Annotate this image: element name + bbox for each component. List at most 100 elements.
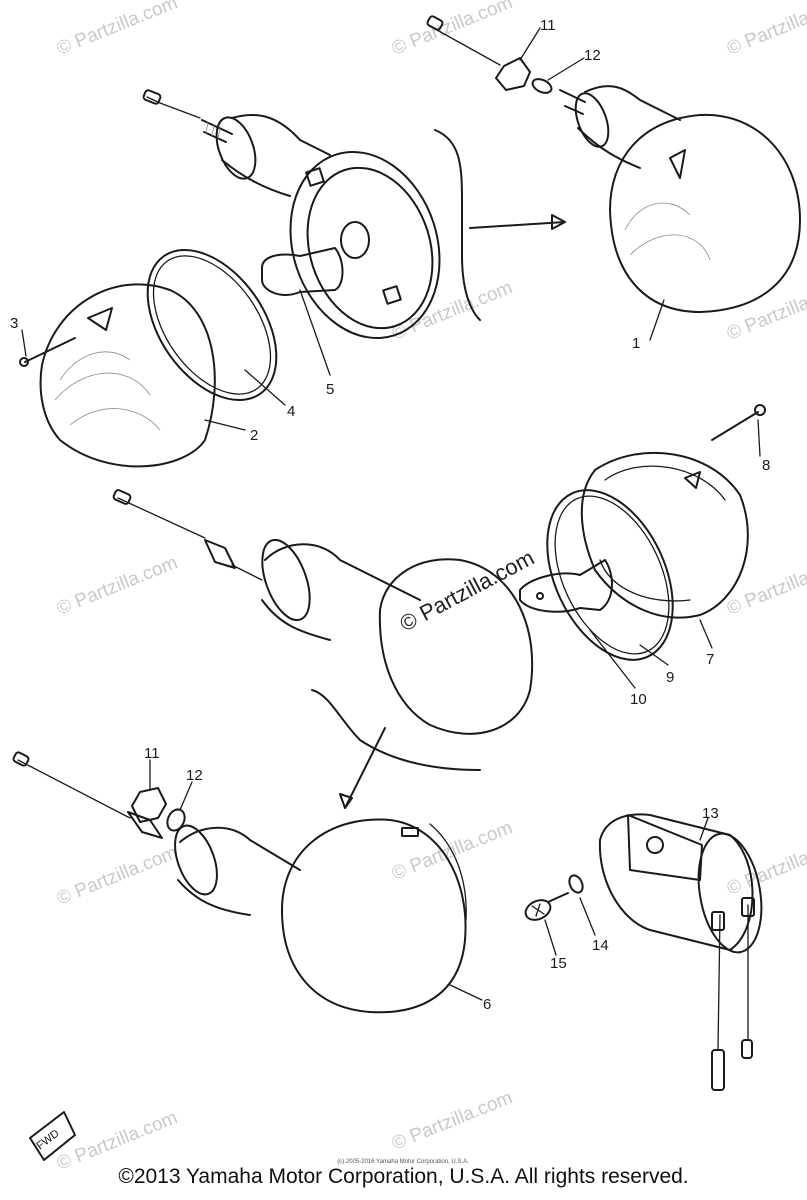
bracket-hole <box>646 836 664 854</box>
wire-boot <box>741 897 755 917</box>
callout-9: 9 <box>666 669 674 686</box>
leader-8 <box>757 419 761 457</box>
callout-7: 7 <box>706 651 714 668</box>
wire-sleeve <box>127 811 163 839</box>
assembly-arrow <box>469 221 566 229</box>
wire-terminal <box>741 1039 753 1059</box>
mount-tab <box>382 285 402 305</box>
assembly-arrow <box>344 727 386 809</box>
lamp-body-base <box>289 150 441 340</box>
wire-lead <box>231 564 263 581</box>
screw-slot <box>531 903 545 917</box>
stem-housing <box>577 85 681 169</box>
hex-nut <box>495 57 531 91</box>
watermark-tile: © Partzilla.com <box>724 552 807 619</box>
lamp-body <box>378 558 534 735</box>
stem-housing <box>221 114 331 197</box>
bulb-pin <box>536 592 544 600</box>
mount-tab <box>305 167 325 187</box>
lock-washer <box>166 808 186 832</box>
mount-hardware <box>524 874 584 921</box>
watermark-tile: © Partzilla.com <box>389 0 516 60</box>
leader-12b <box>179 781 193 811</box>
thread-marks <box>205 121 221 140</box>
wire-lead <box>117 497 206 539</box>
callout-10: 10 <box>630 691 647 708</box>
relay-wires <box>717 904 749 1051</box>
watermark-tile: © Partzilla.com <box>54 552 181 619</box>
leader-15 <box>544 919 557 956</box>
callout-11b: 11 <box>144 745 160 762</box>
callout-15: 15 <box>550 955 567 972</box>
lamp-lens-dome <box>609 113 801 313</box>
leader-14 <box>579 897 596 936</box>
bulb <box>519 559 613 613</box>
callout-5: 5 <box>326 381 334 398</box>
stem-housing <box>177 826 301 916</box>
stem-flange <box>574 92 610 148</box>
socket-hole <box>340 221 370 259</box>
callout-1: 1 <box>632 335 640 352</box>
screw-head <box>754 404 766 416</box>
callout-3: 3 <box>10 315 18 332</box>
bulb <box>261 247 344 296</box>
callout-numbers: 1 2 3 4 5 6 7 8 9 10 11 12 11 12 13 14 1… <box>10 17 770 1013</box>
wire-connector <box>142 89 162 105</box>
leader-2 <box>204 419 246 431</box>
watermark-tile: © Partzilla.com <box>389 277 516 344</box>
copyright-notice: ©2013 Yamaha Motor Corporation, U.S.A. A… <box>118 1165 689 1188</box>
leader-11a <box>519 27 541 61</box>
arrow-head <box>339 793 353 809</box>
callout-11a: 11 <box>540 17 556 34</box>
callout-leaders <box>21 27 761 1001</box>
watermark-tile: © Partzilla.com <box>724 277 807 344</box>
assembly-bracket <box>434 129 481 321</box>
wire-sleeve <box>204 539 236 569</box>
wire-lead <box>427 24 501 66</box>
lamp-body-rim <box>306 166 434 330</box>
callout-4: 4 <box>287 403 295 420</box>
lens <box>39 283 216 468</box>
leader-3 <box>21 329 27 357</box>
wire-connector <box>112 489 132 505</box>
screw-head <box>524 899 552 921</box>
callout-13: 13 <box>702 805 719 822</box>
relay-end-cap <box>697 832 763 954</box>
leader-12a <box>547 57 585 81</box>
leader-9 <box>639 644 669 666</box>
callout-14: 14 <box>592 937 609 954</box>
small-copyright: (c) 2005-2016 Yamaha Motor Corporation, … <box>337 1159 469 1165</box>
stem-flange <box>261 538 311 622</box>
watermark-tile: © Partzilla.com <box>54 0 181 60</box>
leader-10 <box>589 629 636 689</box>
leader-13 <box>699 817 709 841</box>
leader-4 <box>244 369 286 406</box>
lens-tab <box>401 827 419 837</box>
middle-exploded-assembly <box>112 404 766 809</box>
leader-7 <box>699 619 713 649</box>
arrow-head <box>551 214 566 230</box>
lower-lamp <box>12 751 467 1014</box>
lock-washer <box>531 78 553 94</box>
stem-housing <box>261 543 421 641</box>
lens-screw <box>24 337 76 363</box>
lens-rim <box>429 823 467 921</box>
threaded-stud <box>559 89 586 115</box>
callout-12a: 12 <box>584 47 601 64</box>
wire-boot <box>711 911 725 931</box>
callout-6: 6 <box>483 996 491 1013</box>
watermark-tile: © Partzilla.com <box>389 1087 516 1154</box>
lens-cup <box>580 451 749 619</box>
watermark-tile: © Partzilla.com <box>54 842 181 909</box>
lens-pattern <box>624 202 711 261</box>
lens-tab <box>669 149 686 179</box>
gasket-ring <box>146 249 278 401</box>
lens-pattern <box>54 351 161 431</box>
top-exploded-assembly <box>19 89 566 468</box>
relay-body <box>598 813 754 951</box>
watermark-tile: © Partzilla.com <box>724 0 807 60</box>
wire-connector <box>426 15 444 31</box>
screw-shank <box>547 892 569 903</box>
lens-tab <box>87 307 113 331</box>
